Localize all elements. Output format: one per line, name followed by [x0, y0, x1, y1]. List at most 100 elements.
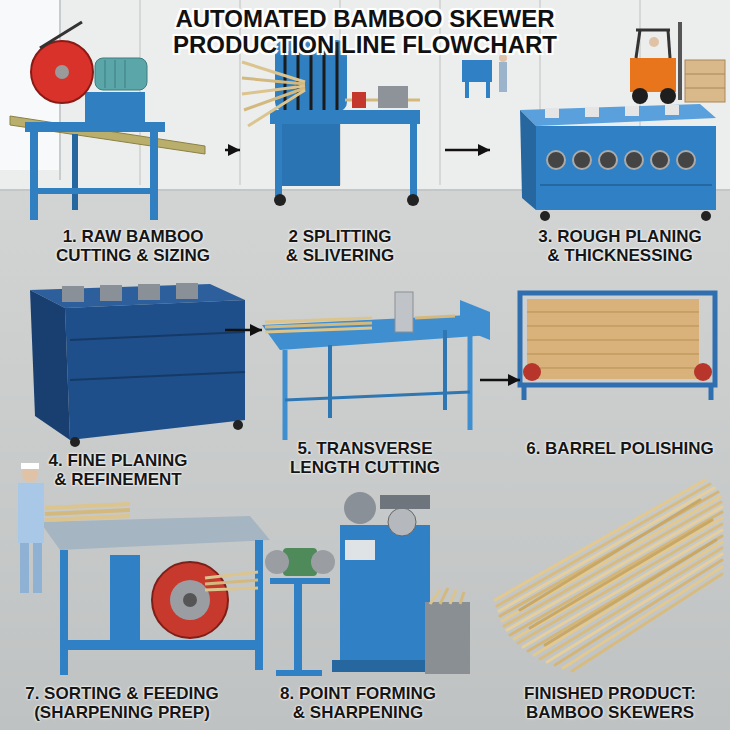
length-cutting-table [415, 316, 455, 318]
barrel-polisher [694, 363, 712, 381]
sorting-feeding-machine [110, 555, 140, 640]
length-cutting-table [265, 328, 372, 332]
barrel-polisher [527, 368, 699, 369]
sharpening-machine [344, 492, 376, 524]
rough-planing-machine [651, 151, 669, 169]
sorting-feeding-machine [205, 572, 258, 578]
process-step: 4. FINE PLANING & REFINEMENT [8, 275, 225, 495]
sorting-feeding-machine [33, 543, 42, 593]
sorting-feeding-machine [18, 463, 270, 675]
cutting-saw-machine [105, 60, 106, 88]
length-cutting-table [265, 318, 372, 322]
length-cutting-table [395, 292, 413, 332]
splitting-machine [275, 124, 282, 196]
finished-skewers [540, 548, 722, 659]
finished-skewers [534, 542, 722, 655]
barrel-polisher [709, 385, 714, 400]
rough-planing-machine [585, 107, 599, 117]
sharpening-machine [294, 584, 302, 676]
splitting-machine [242, 40, 420, 206]
step-caption: 4. FINE PLANING & REFINEMENT [42, 452, 194, 489]
rough-planing-machine [520, 104, 716, 126]
process-step: FINISHED PRODUCT: BAMBOO SKEWERS [485, 480, 725, 727]
rough-planing-machine [536, 126, 716, 210]
rough-planing-machine [701, 211, 711, 221]
splitting-machine [274, 194, 286, 206]
sharpening-machine [440, 588, 448, 604]
sorting-feeding-machine [21, 463, 39, 469]
cutting-saw-machine [115, 60, 116, 88]
background-machine [462, 54, 507, 98]
cutting-saw-machine [31, 41, 93, 103]
background-machine [462, 60, 492, 82]
forklift [668, 30, 670, 58]
cutting-saw-machine [30, 188, 158, 194]
step-caption: 1. RAW BAMBOO CUTTING & SIZING [43, 228, 223, 265]
forklift [632, 88, 648, 104]
step-caption: 2 SPLITTING & SLIVERING [281, 228, 399, 265]
fine-planing-machine [65, 300, 245, 440]
splitting-machine [410, 124, 417, 196]
length-cutting-table [262, 292, 490, 440]
sharpening-machine [311, 550, 335, 574]
flow-arrow [225, 149, 240, 152]
sharpening-machine [265, 550, 289, 574]
fine-planing-machine [30, 290, 70, 440]
forklift [685, 88, 725, 89]
cutting-saw-machine [30, 132, 38, 220]
forklift [678, 22, 682, 100]
step-caption: FINISHED PRODUCT: BAMBOO SKEWERS [517, 685, 703, 722]
cutting-saw-machine [40, 22, 82, 48]
rough-planing-machine [665, 105, 679, 115]
splitting-machine [407, 194, 419, 206]
sorting-feeding-machine [170, 580, 210, 620]
length-cutting-table [265, 323, 372, 327]
background-machine [465, 82, 469, 98]
rough-planing-machine [520, 110, 536, 210]
splitting-machine [352, 92, 366, 108]
forklift [685, 60, 725, 102]
sharpening-machine [332, 660, 438, 672]
process-step: 1. RAW BAMBOO CUTTING & SIZING [8, 32, 225, 270]
sharpening-machine [388, 508, 416, 536]
length-cutting-table [328, 345, 332, 418]
fine-planing-machine [30, 283, 245, 447]
forklift [630, 58, 676, 92]
splitting-machine [248, 90, 305, 126]
sorting-feeding-machine [205, 580, 258, 584]
rough-planing-machine [599, 151, 617, 169]
barrel-polisher [527, 340, 699, 341]
splitting-machine [242, 78, 305, 84]
fine-planing-machine [100, 285, 122, 301]
sharpening-machine [380, 495, 430, 509]
step-caption: 7. SORTING & FEEDING (SHARPENING PREP) [19, 685, 225, 722]
finished-skewers [530, 520, 712, 628]
finished-skewers [555, 560, 722, 665]
sorting-feeding-machine [45, 516, 130, 520]
step-caption: 8. POINT FORMING & SHARPENING [275, 685, 441, 722]
finished-skewers [547, 554, 722, 662]
fine-planing-machine [138, 284, 160, 300]
forklift [630, 22, 725, 104]
cutting-saw-machine [85, 92, 145, 122]
sharpening-machine [460, 592, 464, 604]
cutting-saw-machine [25, 122, 165, 132]
process-step: 2 SPLITTING & SLIVERING [240, 48, 445, 270]
diagram-title: AUTOMATED BAMBOO SKEWER PRODUCTION LINE … [145, 6, 585, 59]
sorting-feeding-machine [40, 516, 270, 550]
sorting-feeding-machine [183, 593, 197, 607]
sharpening-machine [430, 590, 440, 604]
process-step: 5. TRANSVERSE LENGTH CUTTING [262, 290, 480, 482]
rough-planing-machine [545, 108, 559, 118]
fine-planing-machine [62, 286, 84, 302]
step-caption: 5. TRANSVERSE LENGTH CUTTING [284, 440, 446, 477]
sorting-feeding-machine [20, 543, 29, 593]
step-caption: 6. BARREL POLISHING [522, 440, 718, 459]
cutting-saw-machine [55, 65, 69, 79]
process-step: 3. ROUGH PLANING & THICKNESSING [490, 48, 722, 272]
finished-skewers [545, 540, 716, 645]
forklift [649, 37, 659, 47]
step-caption: 3. ROUGH PLANING & THICKNESSING [533, 228, 707, 265]
